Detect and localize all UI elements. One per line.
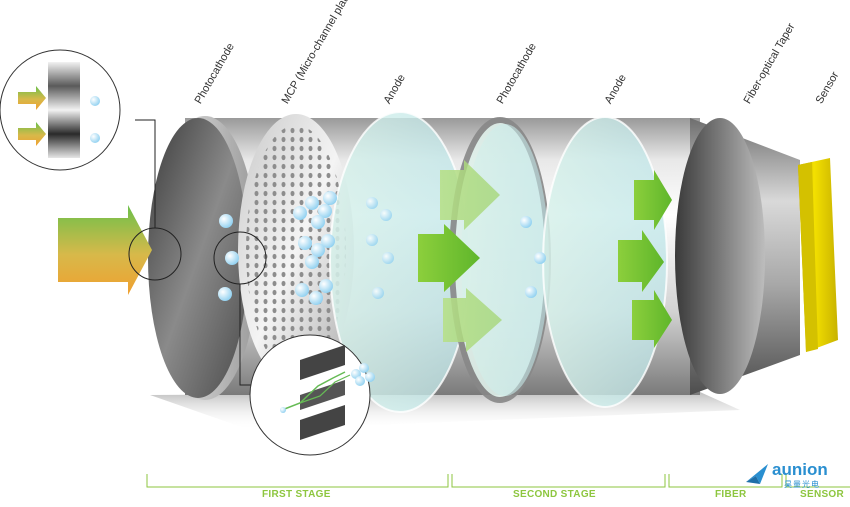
floor-shadow [150,392,740,430]
anode-1-arrow-top [440,160,500,230]
fiber-taper-face [675,118,765,394]
inset-mcp-channel [249,334,375,456]
inset-photocathode [0,49,121,171]
anode-1-arrow-middle [418,224,480,292]
logo-subtitle: 昊量光电 [784,480,820,489]
stage-first-label: FIRST STAGE [262,489,331,500]
anode-1-arrow-bottom [443,288,502,352]
sensor-side [798,162,818,352]
anode-2-arrow-middle [618,230,664,292]
electrons [218,191,546,305]
anode-2-arrow-top [634,170,672,230]
stage-brackets [146,474,850,488]
aunion-logo-icon [746,464,768,484]
anode-1-disk [330,112,470,412]
logo-name: aunion [772,460,828,479]
anode-2-arrow-bottom [632,290,672,348]
stage-fiber-label: FIBER [715,489,747,500]
mcp-channels [246,125,346,375]
input-light-arrow [58,205,152,295]
stage-sensor-label: SENSOR [800,489,845,500]
photocathode-1-disk [148,118,248,398]
stage-second-label: SECOND STAGE [513,489,596,500]
